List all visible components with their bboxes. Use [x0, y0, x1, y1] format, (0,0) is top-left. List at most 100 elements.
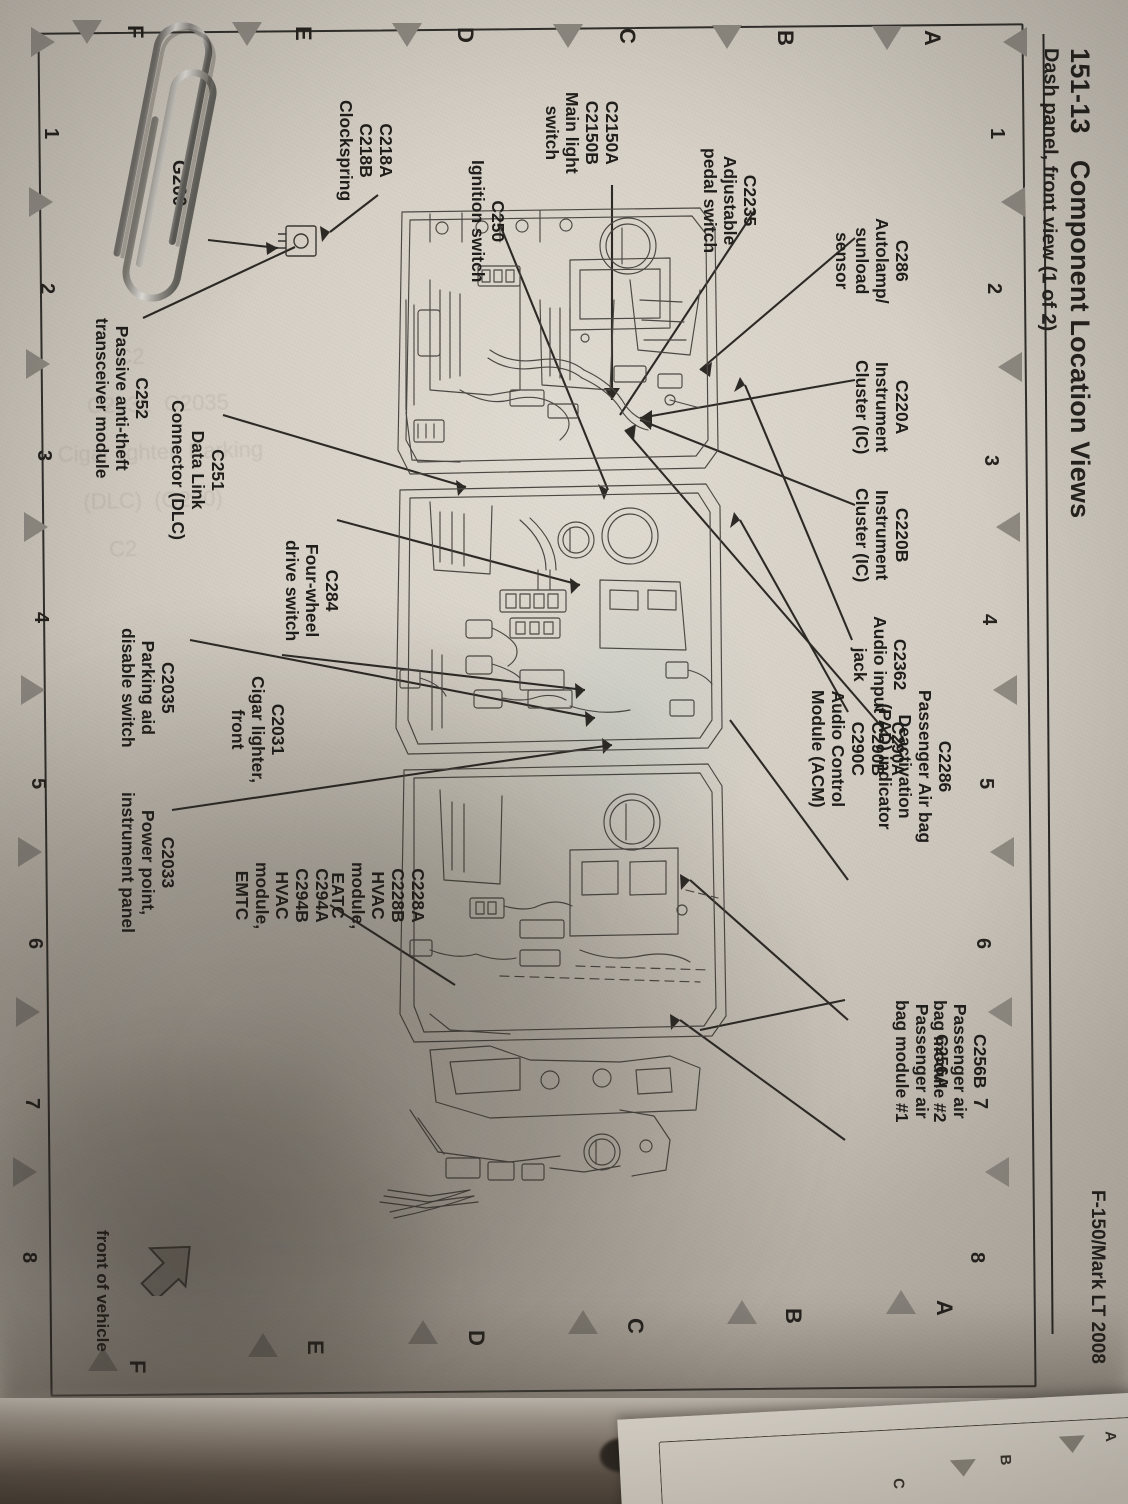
row-marker-bottom-c: C: [623, 1318, 648, 1334]
second-page-row-a: A: [1101, 1430, 1119, 1443]
callout-c294a: C294A C294B HVAC module, EMTC: [232, 862, 332, 929]
callout-code-sub: C2150B: [582, 100, 602, 165]
callout-desc-line: Passenger air: [912, 1003, 932, 1119]
row-marker-d: D: [453, 27, 478, 43]
callout-desc-line: bag module #2: [930, 1000, 950, 1123]
dash-panel-technical-drawing: [370, 150, 790, 1260]
second-page-tick: [1058, 1435, 1086, 1454]
second-page-tick: [949, 1459, 977, 1478]
grid-tick-5: [993, 675, 1017, 705]
callout-desc-line: Passenger air: [950, 1003, 970, 1119]
callout-desc-line: Cigar lighter,: [248, 676, 268, 783]
ground-symbol-g200: [278, 225, 317, 257]
callout-desc-line: module,: [252, 862, 272, 930]
callout-desc-line: sensor: [832, 232, 852, 290]
callout-code: C2286: [935, 740, 955, 793]
callout-desc-line: module,: [348, 862, 368, 930]
callout-desc-line: pedal switch: [700, 148, 720, 254]
callout-code: C286: [892, 239, 912, 282]
callout-c284: C284 Four-wheel drive switch: [282, 540, 342, 641]
column-marker-3: 3: [980, 455, 1002, 467]
callout-c2033: C2033 Power point, instrument panel: [118, 792, 178, 933]
callout-desc-line: Clockspring: [336, 100, 356, 202]
column-marker-bottom-1: 1: [40, 128, 62, 140]
second-page-row-b: B: [996, 1454, 1015, 1466]
callout-desc-line: Connector (DLC): [168, 400, 188, 540]
callout-c2286: C2286 Passenger Air bag Deactivation (PA…: [875, 690, 955, 843]
callout-desc-line: Audio Control: [828, 690, 848, 808]
column-marker-bottom-3: 3: [33, 450, 55, 462]
row-tick-d: [392, 23, 422, 47]
callout-c286: C286 Autolamp/ sunload sensor: [832, 218, 912, 304]
second-page-row-c: C: [889, 1477, 908, 1490]
second-page-border: [658, 1414, 1128, 1504]
callout-desc-line: Data Link: [188, 430, 208, 510]
callout-code: C250: [488, 200, 508, 243]
callout-code-sub: C290C: [848, 721, 868, 777]
column-marker-bottom-4: 4: [30, 612, 52, 624]
callout-desc-line: transceiver module: [92, 318, 112, 479]
callout-code: C2150A: [602, 100, 622, 165]
callout-desc-line: EATC: [328, 872, 348, 919]
column-marker-6: 6: [972, 938, 994, 950]
row-tick-f: [72, 20, 102, 44]
callout-c220b: C220B Instrument Cluster (IC): [852, 488, 912, 582]
callout-desc-line: Power point,: [138, 810, 158, 915]
front-of-vehicle-arrow-icon: [128, 1222, 206, 1301]
callout-desc-line: Main light: [562, 92, 582, 174]
callout-c2035: C2035 Parking aid disable switch: [118, 628, 178, 748]
callout-desc-line: drive switch: [282, 540, 302, 642]
row-marker-a: A: [920, 30, 945, 46]
callout-desc-line: Ignition switch: [468, 160, 488, 283]
grid-tick-bottom-6: [18, 837, 42, 867]
callout-desc-line: instrument panel: [118, 792, 138, 933]
callout-desc-line: Adjustable: [720, 155, 740, 246]
callout-desc-line: Deactivation: [895, 714, 915, 819]
column-marker-bottom-5: 5: [27, 778, 49, 790]
grid-tick-7: [988, 997, 1012, 1027]
callout-desc-line: sunload: [852, 227, 872, 295]
callout-desc-line: (PAD) indicator: [875, 703, 895, 830]
model-reference: F-150/Mark LT 2008: [1087, 1190, 1108, 1364]
row-tick-bottom-b: [727, 1300, 757, 1324]
grid-tick-8: [985, 1157, 1009, 1187]
grid-tick-2: [1001, 187, 1025, 217]
column-marker-8: 8: [966, 1252, 988, 1264]
column-marker-5: 5: [975, 778, 997, 790]
callout-desc-line: Passive anti-theft: [112, 325, 132, 471]
callout-desc-line: HVAC: [272, 871, 292, 920]
callout-code: C256B: [970, 1034, 990, 1089]
grid-tick-3: [998, 352, 1022, 382]
callout-desc-line: Passenger Air bag: [915, 690, 935, 844]
row-tick-a: [872, 26, 902, 50]
callout-code: C252: [132, 377, 152, 420]
row-tick-b: [712, 25, 742, 49]
page-title: Component Location Views: [1065, 160, 1095, 519]
callout-c251: C251 Data Link Connector (DLC): [168, 400, 228, 540]
callout-c2235: C2235 Adjustable pedal switch: [700, 148, 760, 253]
callout-c2150a: C2150A C2150B Main light switch: [542, 92, 622, 174]
callout-code: C218A: [376, 123, 396, 178]
callout-desc-line: Module (ACM): [808, 690, 828, 808]
callout-code: C220A: [892, 379, 912, 435]
row-marker-c: C: [615, 28, 640, 44]
callout-code: C228A: [408, 868, 428, 923]
grid-tick-bottom-1: [31, 27, 55, 57]
callout-code: C251: [208, 449, 228, 491]
section-number: 151-13: [1065, 48, 1095, 134]
callout-code: C284: [322, 569, 342, 612]
column-marker-1: 1: [986, 128, 1008, 140]
grid-tick-bottom-2: [29, 187, 53, 217]
callout-code: C220B: [892, 507, 912, 563]
row-marker-bottom-a: A: [932, 1300, 957, 1316]
row-tick-bottom-a: [886, 1290, 916, 1314]
column-marker-bottom-2: 2: [36, 283, 58, 295]
callout-desc-line: front: [228, 709, 248, 750]
grid-tick-6: [990, 837, 1014, 867]
callout-desc-line: HVAC: [368, 871, 388, 920]
grid-tick-bottom-3: [26, 349, 50, 379]
paperclip-object: [108, 4, 238, 314]
callout-desc-line: Instrument: [872, 361, 892, 453]
callout-c250: C250 Ignition switch: [468, 160, 508, 283]
callout-desc-line: Cluster (IC): [852, 360, 872, 455]
